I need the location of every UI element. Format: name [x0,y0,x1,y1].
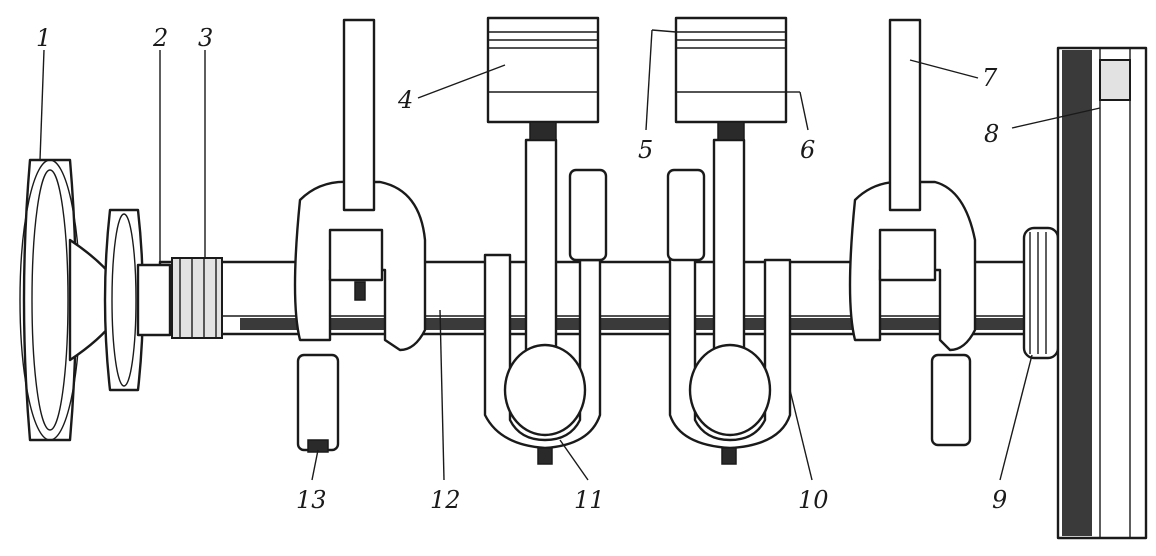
callout-13: 13 [296,486,327,514]
rear-seal [1022,226,1060,360]
callout-labels: 1 2 3 4 5 6 7 8 9 10 11 12 13 [36,24,1007,514]
callout-1: 1 [36,24,51,52]
connecting-rod-2 [503,138,587,465]
callout-5: 5 [638,136,653,164]
callout-12: 12 [430,486,461,514]
drive-pulley [19,158,172,442]
callout-4: 4 [397,86,413,114]
callout-2: 2 [152,24,168,52]
counterweight-left [296,353,340,453]
counterweight-center-right [666,168,706,262]
callout-6: 6 [800,136,815,164]
flywheel [1056,46,1148,540]
callout-7: 7 [982,64,998,92]
leader-lines [39,29,1101,481]
callout-8: 8 [984,120,999,148]
callout-9: 9 [992,486,1007,514]
counterweight-center-left [568,168,608,262]
piston-left [486,16,600,141]
counterweight-right [930,353,972,447]
callout-11: 11 [574,486,605,514]
connecting-rod-1 [342,18,376,212]
timing-sprocket [171,257,223,339]
callout-3: 3 [198,24,213,52]
piston-right [674,16,788,141]
crank-throw-3 [668,253,792,450]
callout-10: 10 [798,486,829,514]
connecting-rod-3 [688,138,772,465]
connecting-rod-4 [888,18,922,212]
crank-throw-4 [848,180,977,352]
crank-throw-1 [293,180,427,352]
